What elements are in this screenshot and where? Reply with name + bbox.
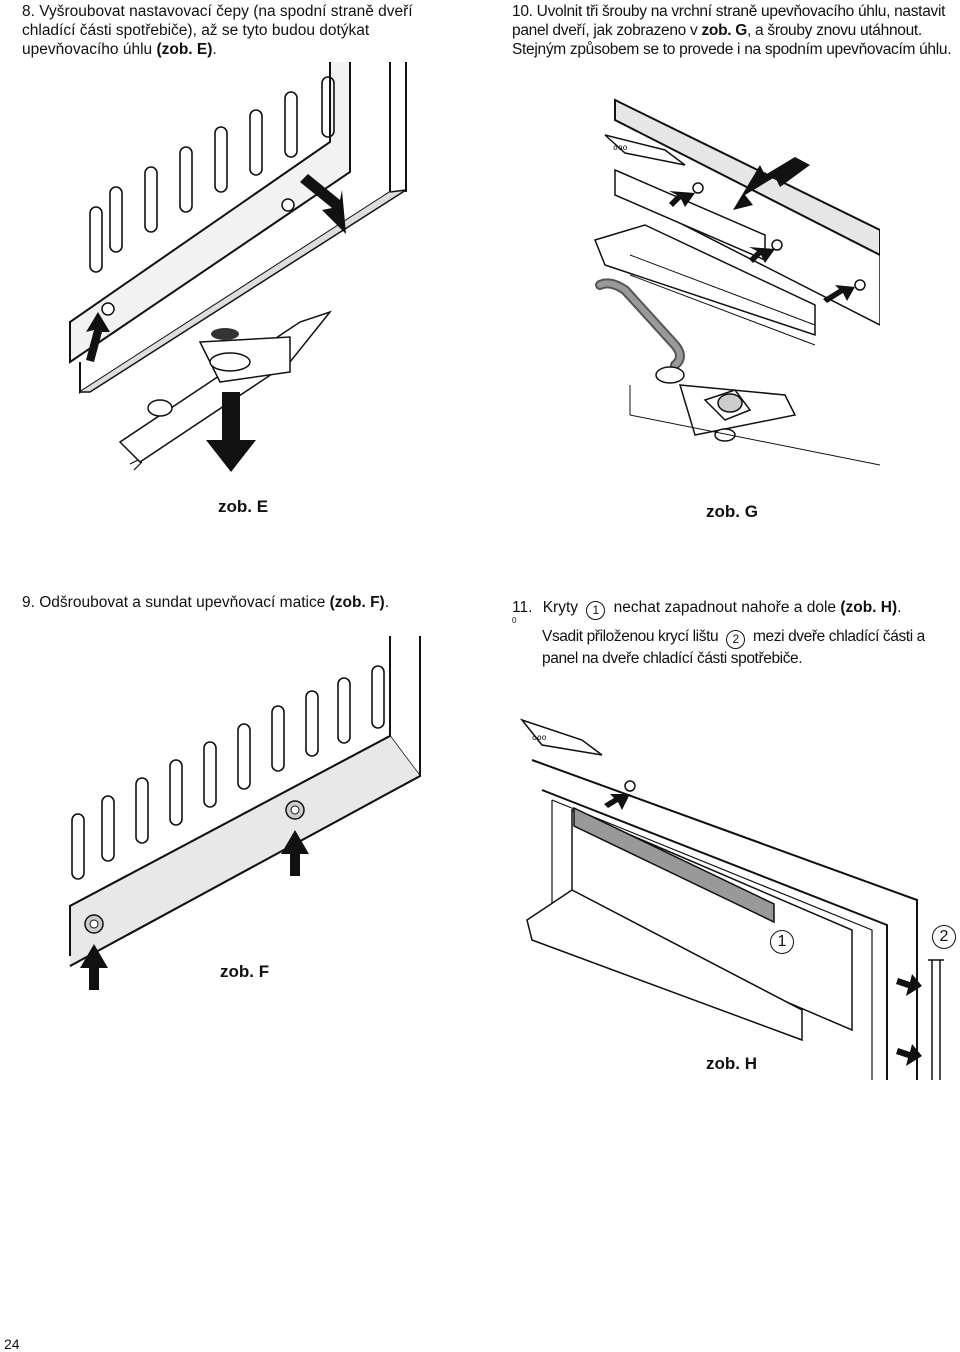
figure-g: ooo bbox=[585, 95, 880, 475]
step-11-number: 11. bbox=[512, 599, 533, 616]
step-11-ref: (zob. H) bbox=[840, 599, 898, 616]
step-11-line1a: Kryty bbox=[542, 599, 579, 616]
fig-h-label-1: 1 bbox=[766, 930, 798, 954]
step-10-ref: zob. G bbox=[701, 22, 748, 39]
step-8-end: . bbox=[212, 41, 217, 58]
step-9-text: Odšroubovat a sundat upevňovací matice bbox=[39, 594, 326, 611]
caption-e: zob. E bbox=[218, 497, 269, 516]
step-11-para2: Vsadit přiloženou krycí lištu 2 mezi dve… bbox=[542, 627, 957, 668]
step-10: 10. Uvolnit tři šrouby na vrchní straně … bbox=[512, 2, 957, 59]
step-8-ref: (zob. E) bbox=[156, 41, 213, 58]
figure-e-drawing bbox=[69, 62, 407, 472]
step-8-text: Vyšroubovat nastavovací čepy (na spodní … bbox=[22, 3, 413, 58]
svg-text:ooo: ooo bbox=[613, 143, 628, 152]
step-11-line2a: Vsadit přiloženou krycí lištu bbox=[542, 628, 719, 645]
step-11-end: . bbox=[897, 599, 902, 616]
page-number: 24 bbox=[4, 1336, 20, 1352]
step-10-text2: , a šrouby znovu utáhnout. bbox=[747, 22, 922, 39]
step-11: 11. Kryty 1 nechat zapadnout nahoře a do… bbox=[512, 598, 957, 620]
callout-2-large-icon: 2 bbox=[932, 925, 956, 949]
caption-h: zob. H bbox=[706, 1054, 757, 1073]
step-9-end: . bbox=[384, 594, 390, 611]
callout-1-large-icon: 1 bbox=[770, 930, 794, 954]
figure-g-drawing: ooo bbox=[593, 98, 880, 466]
figure-f bbox=[60, 636, 430, 996]
figure-f-drawing bbox=[69, 636, 421, 990]
caption-g: zob. G bbox=[706, 502, 758, 521]
figure-h: ooo bbox=[512, 690, 957, 1090]
caption-f: zob. F bbox=[220, 962, 270, 981]
figure-h-drawing: ooo bbox=[519, 718, 944, 1080]
figure-e bbox=[60, 62, 420, 482]
step-10-text1: Uvolnit tři šrouby na vrchní straně upev… bbox=[512, 3, 946, 39]
step-10-number: 10. bbox=[512, 3, 533, 20]
fig-h-label-2: 2 bbox=[928, 925, 960, 949]
callout-1-icon: 1 bbox=[586, 601, 606, 620]
step-10-text3: Stejným způsobem se to provede i na spod… bbox=[512, 41, 952, 58]
step-9-number: 9. bbox=[22, 594, 35, 611]
step-8: 8. Vyšroubovat nastavovací čepy (na spod… bbox=[22, 2, 422, 59]
callout-2-icon: 2 bbox=[726, 630, 746, 649]
step-9: 9. Odšroubovat a sundat upevňovací matic… bbox=[22, 593, 482, 612]
svg-text:ooo: ooo bbox=[532, 733, 547, 742]
step-8-number: 8. bbox=[22, 3, 35, 20]
step-11-line2b: mezi dveře chladící části a panel na dve… bbox=[542, 628, 925, 667]
step-11-small: 0 bbox=[512, 616, 517, 625]
step-11-line1b: nechat zapadnout nahoře a dole bbox=[613, 599, 837, 616]
step-9-ref: (zob. F) bbox=[329, 594, 385, 611]
